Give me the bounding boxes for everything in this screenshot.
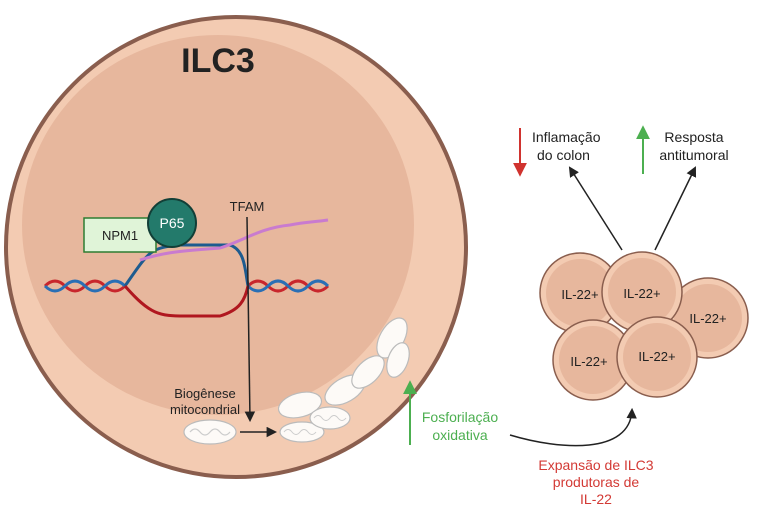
il22-cell: IL-22+ — [552, 319, 634, 401]
expansion-line3: IL-22 — [580, 491, 612, 507]
oxphos-line2: oxidativa — [432, 427, 487, 443]
expansion-arrow — [509, 407, 637, 447]
nucleus — [22, 35, 414, 415]
biogenesis-line2: mitocondrial — [170, 402, 240, 417]
biogenesis-line1: Biogênese — [174, 386, 235, 401]
inflammation-arrow — [568, 166, 623, 251]
antitumor-line2: antitumoral — [659, 147, 728, 163]
expansion-line1: Expansão de ILC3 — [538, 457, 653, 473]
oxphos-line1: Fosforilação — [422, 409, 498, 425]
il22-label: IL-22+ — [638, 349, 675, 364]
il22-cell: IL-22+ — [539, 252, 621, 334]
mitochondria-cluster — [277, 317, 410, 443]
cell-title: ILC3 — [181, 42, 255, 80]
antitumor-line1: Resposta — [664, 129, 723, 145]
mitochondrion-single — [183, 419, 237, 445]
dna-strand-right-blue — [246, 279, 330, 293]
il22-cell: IL-22+ — [601, 251, 683, 333]
il22-cell: IL-22+ — [616, 316, 698, 398]
antitumor-arrow — [654, 166, 697, 251]
inflammation-line1: Inflamação — [532, 129, 601, 145]
il22-label: IL-22+ — [689, 311, 726, 326]
dna-helix — [43, 218, 330, 318]
transcript-line — [139, 218, 329, 262]
npm1-label: NPM1 — [102, 228, 138, 243]
p65-label: P65 — [160, 215, 185, 231]
tfam-label: TFAM — [230, 199, 265, 214]
expansion-line2: produtoras de — [553, 474, 640, 490]
inflammation-line2: do colon — [537, 147, 590, 163]
mitochondria — [183, 317, 410, 445]
il22-cluster: IL-22+ IL-22+ IL-22+ IL-22+ IL-22+ — [539, 251, 749, 401]
p65-circle — [147, 198, 197, 248]
il22-label: IL-22+ — [623, 286, 660, 301]
il22-label: IL-22+ — [561, 287, 598, 302]
p65-node: P65 — [147, 198, 197, 248]
dna-strand-left-blue — [43, 279, 127, 293]
il22-label: IL-22+ — [570, 354, 607, 369]
npm1-box: NPM1 — [83, 217, 157, 253]
dna-bubble-lower — [123, 285, 250, 318]
tfam-arrow — [244, 216, 256, 423]
